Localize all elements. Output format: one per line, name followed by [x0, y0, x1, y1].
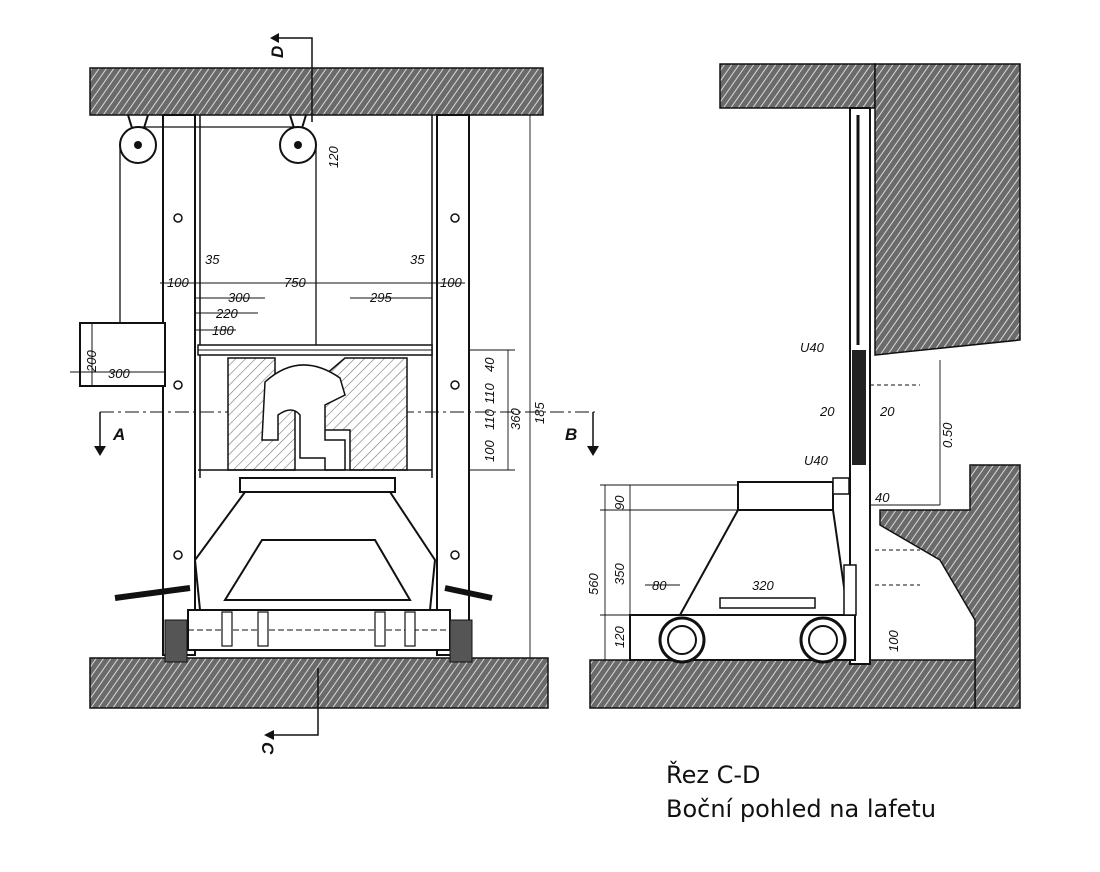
dim-300: 300 [228, 290, 250, 305]
side-wheel-left [658, 616, 706, 664]
dim-20-right: 20 [879, 404, 895, 419]
side-floor-slab [589, 659, 976, 709]
section-marker-b: B [565, 425, 577, 444]
dim-100-left: 100 [167, 275, 189, 290]
dim-320: 320 [752, 578, 774, 593]
dim-295: 295 [369, 290, 392, 305]
figure-caption: Řez C-D Boční pohled na lafetu [666, 758, 936, 826]
dim-35-right: 35 [410, 252, 425, 267]
dim-360: 360 [508, 408, 523, 430]
front-view: 120 35 35 100 750 100 300 295 220 180 40… [70, 33, 599, 755]
dim-185: 185 [532, 402, 547, 424]
dim-100-right: 100 [440, 275, 462, 290]
dim-u40-top: U40 [800, 340, 825, 355]
front-dimension-lines [160, 115, 531, 658]
dim-80: 80 [652, 578, 667, 593]
gun-mount-front [114, 477, 493, 663]
section-marker-a: A [112, 425, 125, 444]
dim-90: 90 [612, 495, 627, 510]
dim-180: 180 [212, 323, 234, 338]
dim-40-side: 40 [875, 490, 890, 505]
dim-weight-200: 200 [84, 350, 99, 373]
side-wheel-right [799, 616, 847, 664]
side-wall-upper [874, 63, 1021, 356]
dim-u40-bottom: U40 [804, 453, 829, 468]
caption-subtitle: Boční pohled na lafetu [666, 795, 937, 823]
dim-750: 750 [284, 275, 306, 290]
section-marker-d: D [268, 46, 287, 58]
front-ceiling-slab [89, 67, 544, 116]
gun-mount-side [629, 477, 857, 664]
dim-120: 120 [326, 146, 341, 168]
dim-110b: 110 [482, 409, 497, 430]
post-holes [173, 213, 460, 560]
dim-40: 40 [482, 357, 497, 372]
side-view: U40 U40 20 20 0.50 40 90 560 350 120 80 … [586, 63, 1021, 709]
dim-050: 0.50 [940, 422, 955, 448]
side-ceiling-slab [719, 63, 876, 109]
dim-100-side: 100 [886, 630, 901, 652]
counterweight [79, 322, 166, 387]
dim-220: 220 [215, 306, 238, 321]
dim-110a: 110 [482, 383, 497, 404]
guide-shoe-section [198, 357, 432, 471]
dim-120-side: 120 [612, 626, 627, 648]
section-marker-c: C [258, 742, 277, 755]
dim-560: 560 [586, 573, 601, 595]
caption-title: Řez C-D [666, 761, 761, 789]
left-pulley [119, 114, 157, 164]
side-wall-lower [879, 464, 1021, 709]
front-floor-slab [89, 657, 549, 709]
dim-100: 100 [482, 440, 497, 462]
right-pulley [279, 114, 317, 164]
dim-35-left: 35 [205, 252, 220, 267]
dim-weight-300: 300 [108, 366, 130, 381]
dim-350: 350 [612, 563, 627, 585]
dim-20-left: 20 [819, 404, 835, 419]
